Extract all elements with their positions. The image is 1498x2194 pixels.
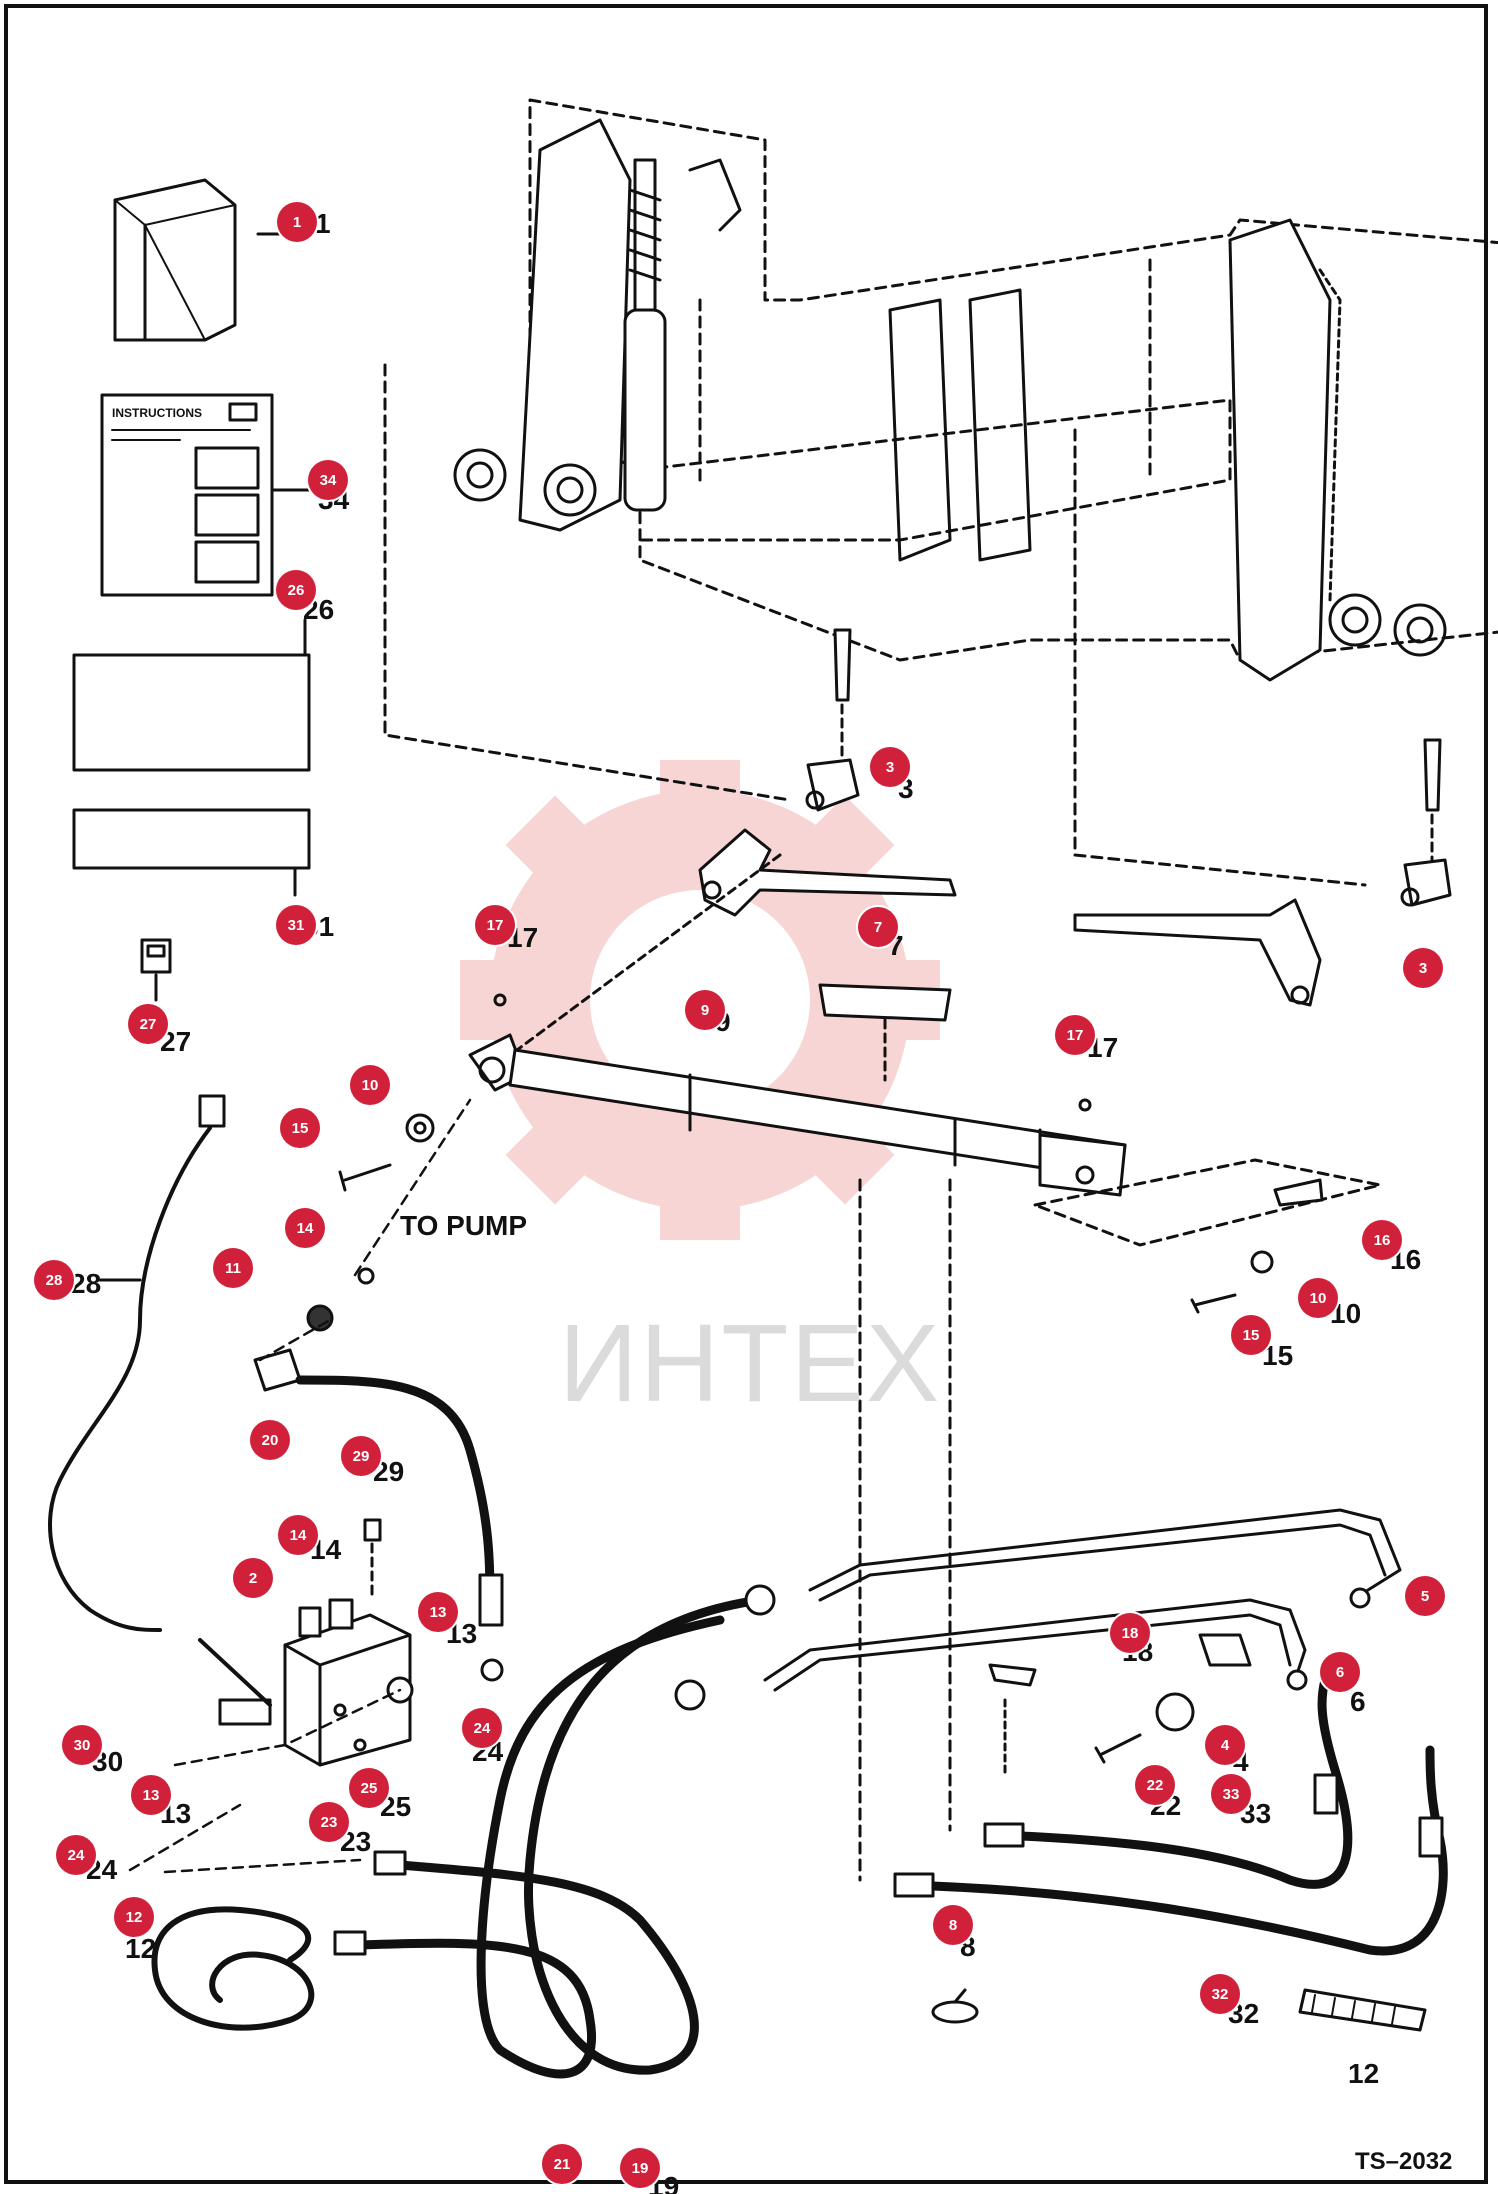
part-number-label: 6 <box>1350 1686 1366 1717</box>
hardware-icon <box>306 993 1324 1332</box>
diagram-frame <box>4 4 1488 2184</box>
to-pump-label: TO PUMP <box>400 1210 528 1241</box>
callout-marker[interactable]: 25 <box>349 1768 389 1808</box>
callout-marker[interactable]: 12 <box>114 1897 154 1937</box>
callout-marker[interactable]: 33 <box>1211 1774 1251 1814</box>
steel-tube-icon <box>763 1508 1402 1692</box>
instructions-sheet-icon <box>100 393 314 597</box>
callout-marker[interactable]: 22 <box>1135 1765 1175 1805</box>
part-number-label: 28 <box>70 1268 102 1299</box>
wire-harness-icon <box>48 1094 226 1632</box>
coiled-tube-icon <box>151 1906 315 2031</box>
callout-marker[interactable]: 3 <box>1403 948 1443 988</box>
lever-icon <box>488 828 1322 1072</box>
callout-marker[interactable]: 13 <box>418 1592 458 1632</box>
actuator-cylinder-icon <box>468 983 1382 1247</box>
watermark-gear-icon <box>460 760 940 1240</box>
hose-32-33-icon <box>858 1178 1448 1956</box>
pin-icon <box>833 628 1442 862</box>
callout-marker[interactable]: 5 <box>1405 1576 1445 1616</box>
callout-marker[interactable]: 26 <box>276 570 316 610</box>
callout-marker[interactable]: 18 <box>1110 1613 1150 1653</box>
drawing-number: TS–2032 <box>1355 2148 1453 2175</box>
callout-marker[interactable]: 15 <box>280 1108 320 1148</box>
hose-sleeve-icon <box>1298 1988 1427 2032</box>
parts-box-icon <box>113 178 307 342</box>
callout-marker[interactable]: 31 <box>276 905 316 945</box>
watermark-text: ИНТЕХ <box>558 1302 942 1425</box>
callout-marker[interactable]: 3 <box>870 747 910 787</box>
switch-icon <box>140 938 172 1002</box>
callout-marker[interactable]: 15 <box>1231 1315 1271 1355</box>
latch-icon <box>805 758 1452 907</box>
callout-marker[interactable]: 14 <box>285 1208 325 1248</box>
callout-marker[interactable]: 6 <box>1320 1652 1360 1692</box>
part-number-label: 1 <box>315 208 331 239</box>
cable-tie-icon <box>931 1988 979 2024</box>
loader-frame-detail-icon <box>453 118 1447 682</box>
callout-marker[interactable]: 21 <box>542 2144 582 2184</box>
callout-marker[interactable]: 2 <box>233 1558 273 1598</box>
callout-marker[interactable]: 23 <box>309 1802 349 1842</box>
callout-marker[interactable]: 14 <box>278 1515 318 1555</box>
instructions-title: INSTRUCTIONS <box>112 406 202 420</box>
callout-marker[interactable]: 13 <box>131 1775 171 1815</box>
callout-marker[interactable]: 34 <box>308 460 348 500</box>
callout-marker[interactable]: 1 <box>277 202 317 242</box>
callout-marker[interactable]: 17 <box>475 905 515 945</box>
callout-marker[interactable]: 10 <box>350 1065 390 1105</box>
callout-marker[interactable]: 29 <box>341 1436 381 1476</box>
callout-marker[interactable]: 24 <box>56 1835 96 1875</box>
hose-pair-icon <box>333 1584 776 2079</box>
callout-marker[interactable]: 27 <box>128 1004 168 1044</box>
loader-frame-icon <box>383 98 1498 887</box>
callout-marker[interactable]: 11 <box>213 1248 253 1288</box>
hose-icon <box>253 1348 504 1682</box>
decal-31-icon <box>72 808 311 897</box>
decal-26-icon <box>72 618 311 772</box>
callout-marker[interactable]: 8 <box>933 1905 973 1945</box>
callout-marker[interactable]: 10 <box>1298 1278 1338 1318</box>
part-number-label: 12 <box>1348 2058 1380 2089</box>
callout-marker[interactable]: 32 <box>1200 1974 1240 2014</box>
callout-marker[interactable]: 17 <box>1055 1015 1095 1055</box>
part-number-label: 12 <box>125 1933 157 1964</box>
callout-marker[interactable]: 28 <box>34 1260 74 1300</box>
callout-marker[interactable]: 16 <box>1362 1220 1402 1260</box>
callout-marker[interactable]: 19 <box>620 2148 660 2188</box>
valve-block-icon <box>198 1518 414 1767</box>
callout-marker[interactable]: 9 <box>685 990 725 1030</box>
callout-marker[interactable]: 7 <box>858 907 898 947</box>
leader-lines <box>128 1098 472 1874</box>
callout-marker[interactable]: 24 <box>462 1708 502 1748</box>
callout-marker[interactable]: 20 <box>250 1420 290 1460</box>
clamp-hardware-icon <box>988 1633 1252 1777</box>
callout-marker[interactable]: 30 <box>62 1725 102 1765</box>
callout-marker[interactable]: 4 <box>1205 1725 1245 1765</box>
